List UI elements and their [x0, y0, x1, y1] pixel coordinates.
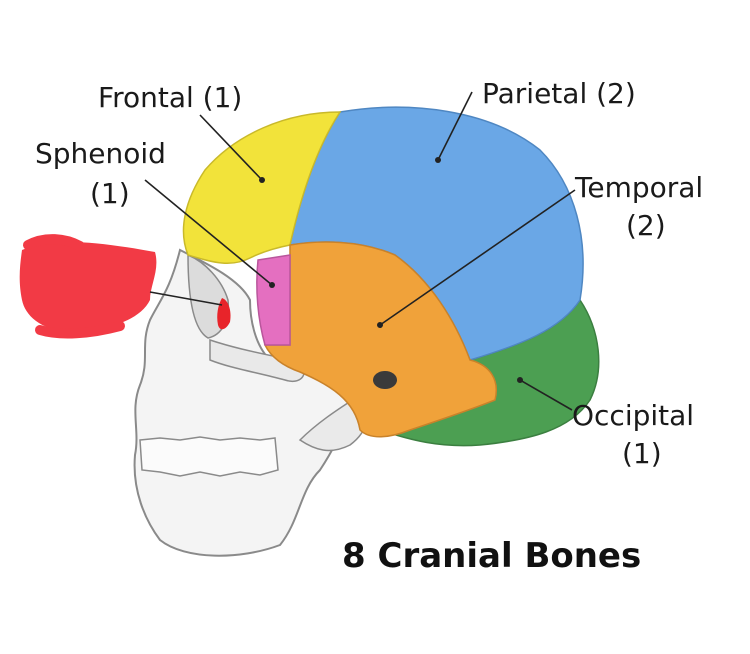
label-occipital-line2: (1)	[622, 437, 662, 470]
label-temporal-line2: (2)	[626, 209, 666, 242]
label-temporal-line1: Temporal	[574, 171, 703, 204]
diagram-title: 8 Cranial Bones	[342, 536, 641, 576]
label-parietal: Parietal (2)	[482, 77, 636, 110]
label-sphenoid-line1: Sphenoid	[35, 137, 166, 170]
leader-lines	[144, 91, 576, 411]
label-frontal: Frontal (1)	[98, 81, 242, 114]
label-sphenoid-line2: (1)	[90, 177, 130, 210]
sphenoid-bone	[256, 254, 291, 346]
temporal-bone	[263, 241, 497, 438]
redaction-scribble	[19, 234, 157, 339]
frontal-bone	[182, 111, 342, 264]
ethmoid-bone	[217, 298, 231, 330]
ear-canal	[373, 371, 397, 389]
label-occipital-line1: Occipital	[572, 399, 694, 432]
